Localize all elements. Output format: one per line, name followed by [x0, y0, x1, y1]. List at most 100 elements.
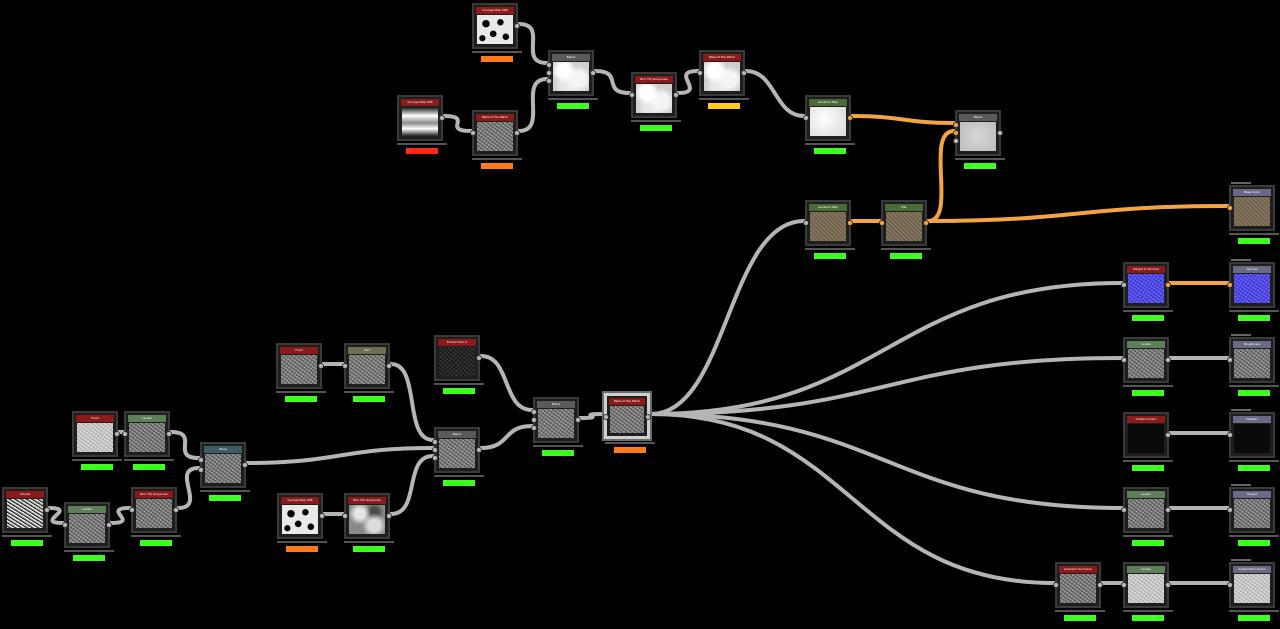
input-port[interactable]	[62, 522, 68, 528]
input-port[interactable]	[1121, 282, 1127, 288]
input-port[interactable]	[470, 130, 476, 136]
node-blur-hq-grayscale[interactable]: Blur HQ Grayscale	[629, 72, 681, 131]
node-blend[interactable]: Blend	[432, 427, 484, 486]
input-port[interactable]	[803, 220, 809, 226]
connection-wire[interactable]	[517, 77, 549, 133]
input-port[interactable]	[546, 78, 552, 84]
output-port[interactable]	[166, 431, 172, 437]
connection-wire-color[interactable]	[850, 114, 956, 125]
node-gradient-map[interactable]: Gradient Map	[803, 200, 855, 259]
node-warp[interactable]: Warp	[198, 442, 250, 501]
output-port[interactable]	[1097, 582, 1103, 588]
connection-wire[interactable]	[517, 22, 549, 65]
input-port[interactable]	[1227, 357, 1233, 363]
node-levels[interactable]: Levels	[62, 502, 114, 561]
output-port[interactable]	[439, 115, 445, 121]
input-port[interactable]	[342, 513, 348, 519]
connection-wire-color[interactable]	[926, 129, 956, 223]
output-port[interactable]	[847, 220, 853, 226]
output-port[interactable]	[673, 92, 679, 98]
input-port[interactable]	[432, 455, 438, 461]
output-port[interactable]	[476, 447, 482, 453]
input-port[interactable]	[1227, 282, 1233, 288]
node-levels[interactable]: Levels	[1121, 562, 1173, 621]
connection-wire[interactable]	[176, 466, 201, 510]
input-port[interactable]	[531, 425, 537, 431]
input-port[interactable]	[1121, 357, 1127, 363]
node-make-it-tile-patch[interactable]: Make It Tile Patch	[697, 50, 749, 109]
output-port[interactable]	[847, 115, 853, 121]
node-levels[interactable]: Levels	[122, 411, 174, 470]
input-port[interactable]	[198, 467, 204, 473]
node-blend[interactable]: Blend	[531, 397, 583, 456]
node-make-it-tile-patch[interactable]: Make It Tile Patch	[470, 110, 522, 169]
connection-wire[interactable]	[442, 114, 473, 133]
output-port[interactable]	[1165, 357, 1171, 363]
node-grunge-map-006[interactable]: Grunge Map 006	[397, 95, 447, 154]
node-blur-hq-grayscale[interactable]: Blur HQ Grayscale	[129, 487, 181, 546]
connection-wire[interactable]	[47, 506, 65, 525]
input-port[interactable]	[198, 457, 204, 463]
output-port[interactable]	[997, 130, 1003, 136]
input-port[interactable]	[1227, 432, 1233, 438]
connection-wire[interactable]	[578, 412, 605, 420]
output-port[interactable]	[476, 355, 482, 361]
input-port[interactable]	[953, 138, 959, 144]
node-roughness[interactable]: Roughness	[1227, 334, 1279, 396]
input-port[interactable]	[697, 70, 703, 76]
input-port[interactable]	[1227, 205, 1233, 211]
connection-wire[interactable]	[479, 424, 534, 450]
node-base-color[interactable]: Base Color	[1227, 182, 1279, 244]
output-port[interactable]	[741, 70, 747, 76]
connection-wire[interactable]	[649, 356, 1124, 416]
connection-wire[interactable]	[649, 412, 1056, 585]
connection-wire[interactable]	[649, 219, 806, 416]
input-port[interactable]	[1121, 582, 1127, 588]
node-gradient-map[interactable]: Gradient Map	[803, 95, 855, 154]
output-port[interactable]	[106, 522, 112, 528]
output-port[interactable]	[1165, 507, 1171, 513]
output-port[interactable]	[514, 23, 520, 29]
connection-wire-color[interactable]	[926, 204, 1230, 223]
output-port[interactable]	[923, 220, 929, 226]
input-port[interactable]	[531, 409, 537, 415]
connection-wire[interactable]	[245, 446, 435, 465]
output-port[interactable]	[1165, 582, 1171, 588]
output-port[interactable]	[1165, 432, 1171, 438]
node-blend[interactable]: Blend	[953, 110, 1005, 169]
connection-wire[interactable]	[479, 354, 534, 412]
output-port[interactable]	[318, 363, 324, 369]
node-height-to-normal[interactable]: Height to Normal	[1121, 262, 1173, 321]
node-hsl[interactable]: HSL	[879, 200, 931, 259]
output-port[interactable]	[386, 363, 392, 369]
connection-wire[interactable]	[169, 430, 201, 460]
input-port[interactable]	[1227, 507, 1233, 513]
connection-wire[interactable]	[676, 69, 700, 95]
input-port[interactable]	[129, 507, 135, 513]
node-grunge-map-008[interactable]: Grunge Map 008	[472, 3, 522, 62]
input-port[interactable]	[122, 431, 128, 437]
output-port[interactable]	[319, 513, 325, 519]
node-ambientocclusion[interactable]: AmbientOcclusion	[1227, 559, 1279, 621]
node-ambient-occlusion[interactable]: Ambient Occlusion	[1053, 562, 1105, 621]
input-port[interactable]	[1227, 582, 1233, 588]
output-port[interactable]	[114, 431, 120, 437]
node-blur-hq-grayscale[interactable]: Blur HQ Grayscale	[342, 493, 394, 552]
node-height[interactable]: Height	[1227, 484, 1279, 546]
connection-wire[interactable]	[389, 454, 435, 516]
output-port[interactable]	[514, 130, 520, 136]
connection-wire[interactable]	[744, 69, 806, 118]
node-uniform-color[interactable]: Uniform Color	[1123, 412, 1173, 471]
connection-wire[interactable]	[593, 69, 632, 95]
node-levels[interactable]: Levels	[1121, 487, 1173, 546]
input-port[interactable]	[603, 414, 609, 420]
output-port[interactable]	[173, 507, 179, 513]
input-port[interactable]	[546, 62, 552, 68]
node-clouds[interactable]: Clouds	[2, 487, 52, 546]
node-fractal-sum-2[interactable]: Fractal Sum 2	[434, 335, 484, 394]
input-port[interactable]	[432, 439, 438, 445]
input-port[interactable]	[879, 220, 885, 226]
input-port[interactable]	[629, 92, 635, 98]
input-port[interactable]	[803, 115, 809, 121]
